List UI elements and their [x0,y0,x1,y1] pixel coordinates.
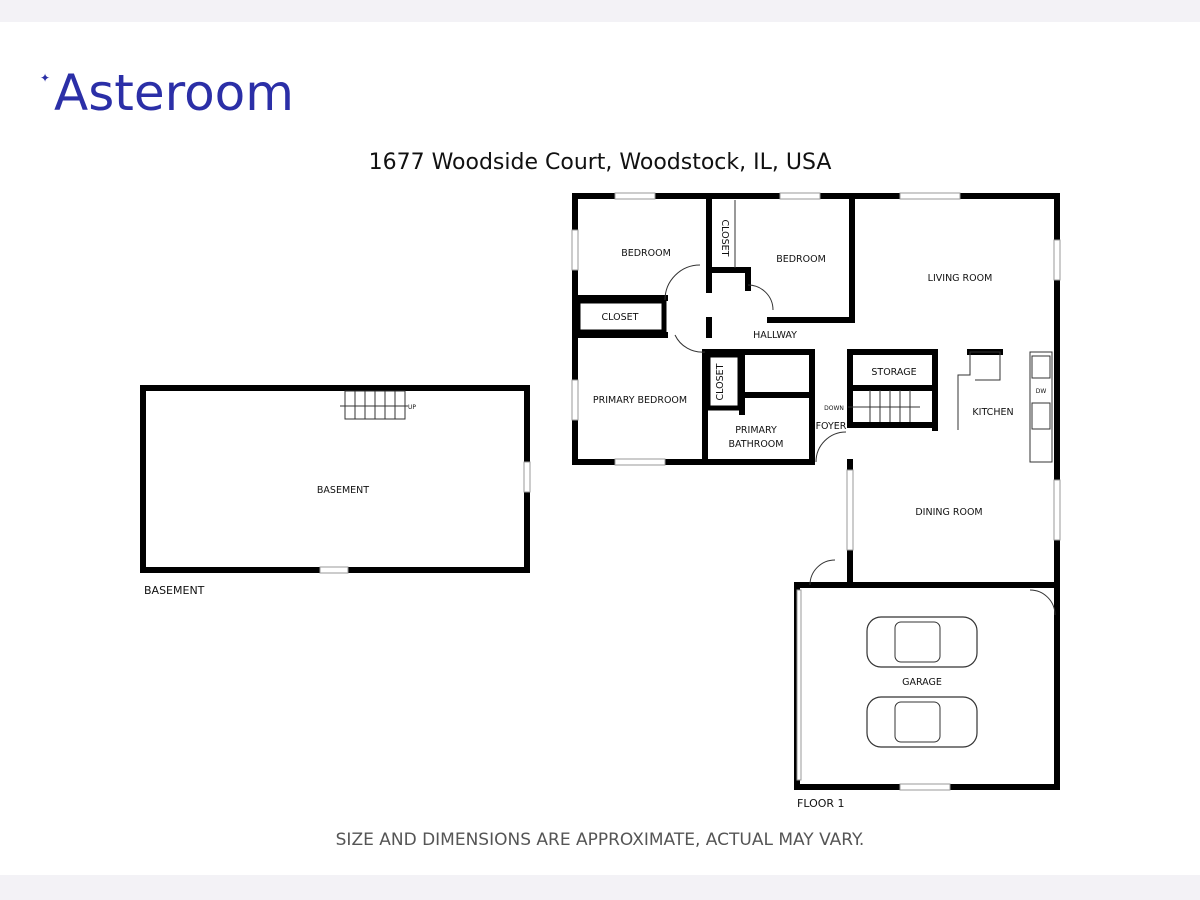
room-label-storage: STORAGE [871,367,916,378]
window [319,566,349,574]
basement-plan: UP BASEMENT BASEMENT [140,385,531,597]
floor-label-floor1: FLOOR 1 [797,797,845,810]
room-label-kitchen: KITCHEN [972,407,1013,418]
sink-icon [1031,402,1051,430]
asteroom-logo: ✦Asteroom [40,64,294,122]
star-icon: ✦ [40,71,51,85]
room-label-bedroom: BEDROOM [776,254,826,265]
room-label-foyer: FOYER [816,421,847,432]
floor1-plan: DOWN DW BEDROOM BEDROOM CLOSET CLOSET CL… [571,192,1061,810]
logo-text: Asteroom [54,64,294,122]
room-label-closet: CLOSET [719,220,730,257]
car-icon [866,616,978,668]
stair-down-label: DOWN [824,405,844,412]
car-icon [866,696,978,748]
stove-icon [1031,355,1051,379]
disclaimer: SIZE AND DIMENSIONS ARE APPROXIMATE, ACT… [335,830,865,850]
property-address: 1677 Woodside Court, Woodstock, IL, USA [368,150,832,175]
kitchen-counter [1029,351,1053,463]
room-label-primary-bedroom: PRIMARY BEDROOM [593,395,687,406]
basement-stairs: UP [340,390,416,420]
room-label-basement: BASEMENT [317,485,369,496]
garage-door [796,589,802,781]
room-label-bedroom: BEDROOM [621,248,671,259]
floor-label-basement: BASEMENT [144,584,205,597]
dishwasher-label: DW [1036,388,1047,395]
room-label-garage: GARAGE [902,677,942,688]
room-label-dining-room: DINING ROOM [915,507,982,518]
room-label-primary-bathroom: PRIMARY [735,425,777,436]
window [523,461,531,493]
stair-up-label: UP [408,404,416,411]
room-label-closet: CLOSET [602,312,639,323]
room-label-primary-bathroom: BATHROOM [729,439,784,450]
floor1-stairs: DOWN [824,390,920,422]
room-label-living-room: LIVING ROOM [928,273,993,284]
floor-plan-sheet [0,22,1200,875]
room-label-hallway: HALLWAY [753,330,797,341]
room-label-closet: CLOSET [715,363,726,400]
